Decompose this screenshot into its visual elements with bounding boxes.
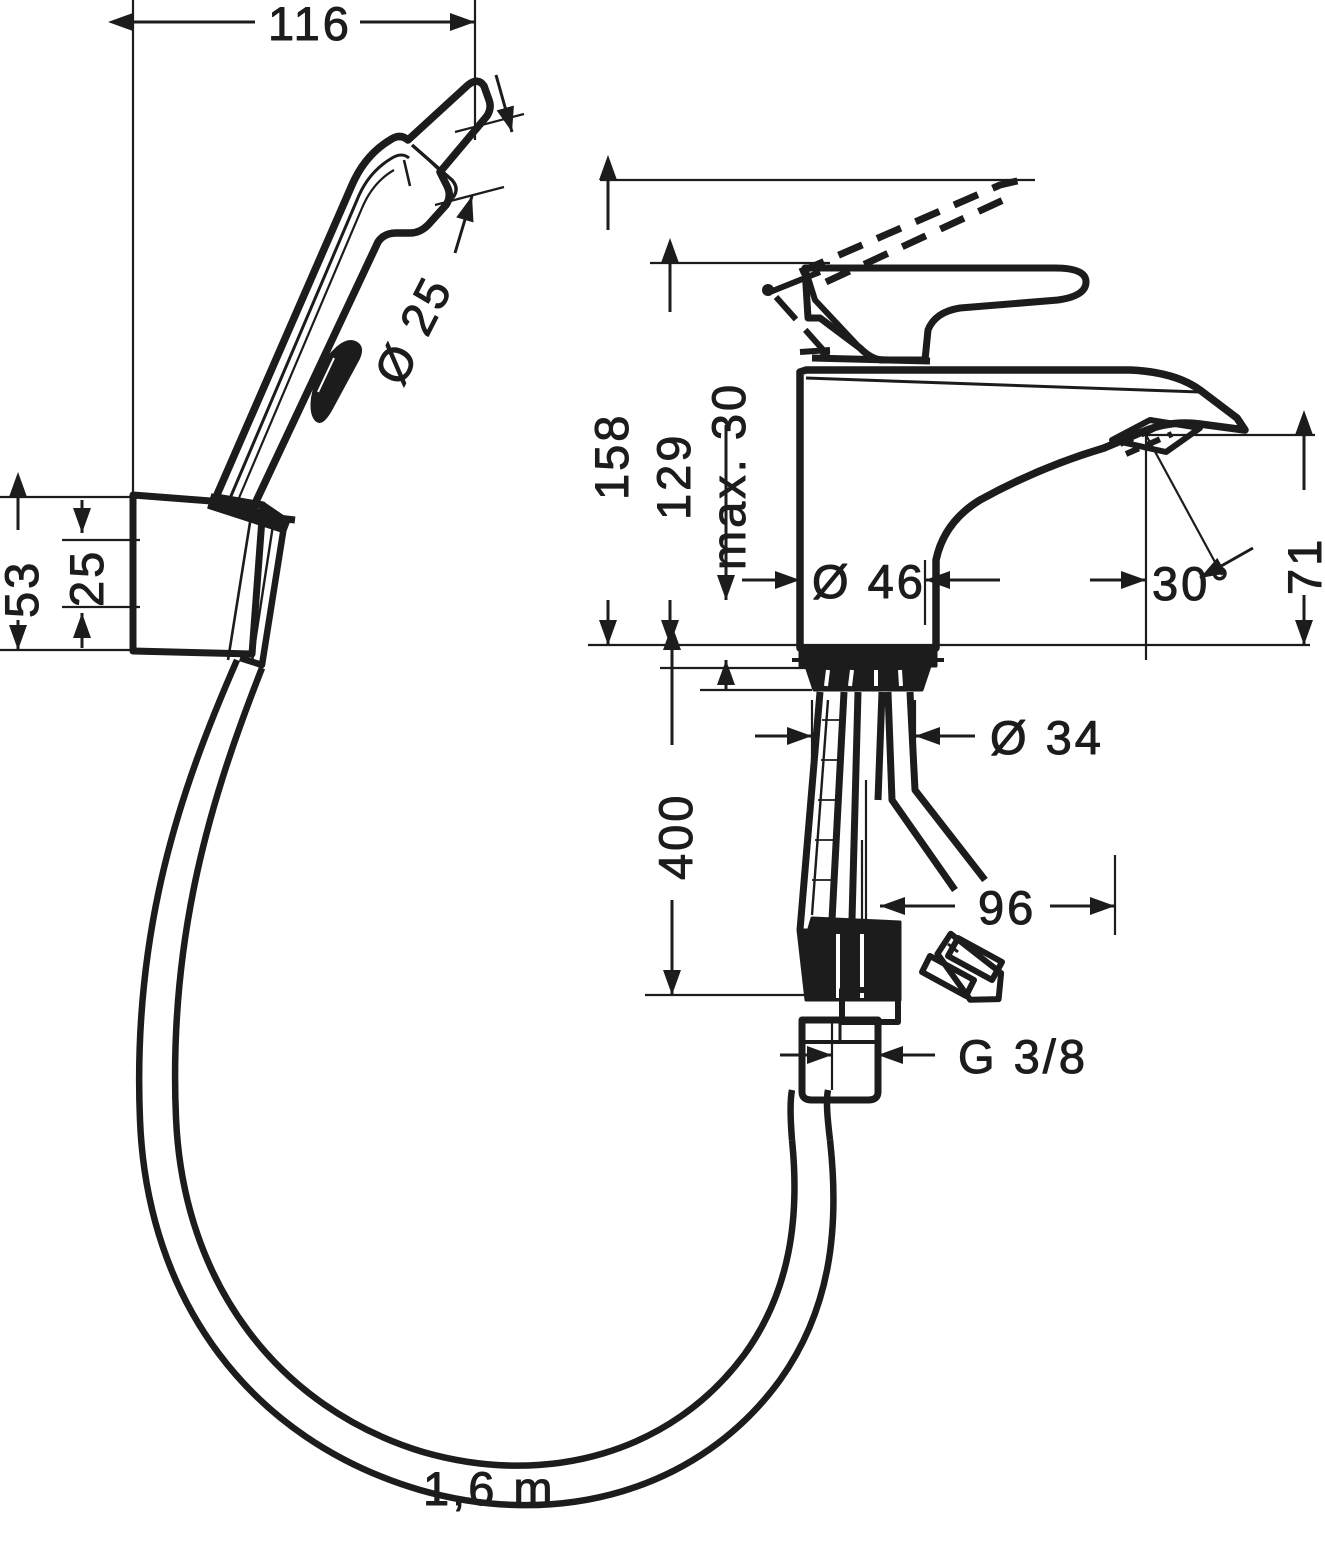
dimension-116-label: 116 <box>268 0 352 50</box>
dimension-71: 71 <box>1278 410 1325 645</box>
dimension-g38: G 3/8 <box>780 1030 1088 1084</box>
threaded-shank <box>796 691 988 945</box>
dimension-71-label: 71 <box>1278 537 1325 595</box>
basin-mixer-body <box>796 366 1249 652</box>
bidette-hand-shower <box>212 77 494 512</box>
aerator-spout-outlet <box>1105 417 1203 457</box>
wall-bracket <box>129 491 296 669</box>
dimension-30-degrees: 30° <box>1090 546 1254 611</box>
shower-hose <box>135 658 837 1509</box>
dimension-diameter-46-label: Ø 46 <box>812 555 926 608</box>
dimension-96: 96 <box>880 881 1115 935</box>
dimension-diameter-34-label: Ø 34 <box>990 711 1104 764</box>
dimension-diameter-46: Ø 46 <box>742 555 1000 609</box>
dimension-max-30: max. 30 <box>702 381 756 690</box>
extension-lines <box>0 0 1315 1090</box>
dimension-diameter-34: Ø 34 <box>755 711 1104 765</box>
dimension-53-label: 53 <box>0 560 48 618</box>
diverter-valve <box>796 916 1005 1025</box>
dimension-129: 129 <box>647 238 701 645</box>
dimension-53: 53 <box>0 472 49 650</box>
dimension-max-30-label: max. 30 <box>702 382 755 570</box>
dimension-25-bracket-label: 25 <box>60 549 113 607</box>
dimension-129-label: 129 <box>647 433 700 520</box>
dimension-400-label: 400 <box>649 793 702 880</box>
dimension-96-label: 96 <box>978 881 1036 934</box>
hose-connector-nut <box>798 1016 882 1104</box>
dimension-diameter-25-label: Ø 25 <box>364 267 463 393</box>
dimension-400: 400 <box>649 625 703 995</box>
mixer-base-plate <box>792 646 944 692</box>
dimension-g38-label: G 3/8 <box>958 1030 1088 1083</box>
mixer-lever-handle <box>799 264 1090 365</box>
lever-handle-raised-ghost <box>798 174 1031 286</box>
dimension-158: 158 <box>585 155 639 645</box>
dimension-158-label: 158 <box>585 413 638 500</box>
dimension-25-bracket: 25 <box>60 500 114 648</box>
dimension-30-degrees-label: 30° <box>1152 557 1232 610</box>
dimension-116: 116 <box>108 0 475 51</box>
